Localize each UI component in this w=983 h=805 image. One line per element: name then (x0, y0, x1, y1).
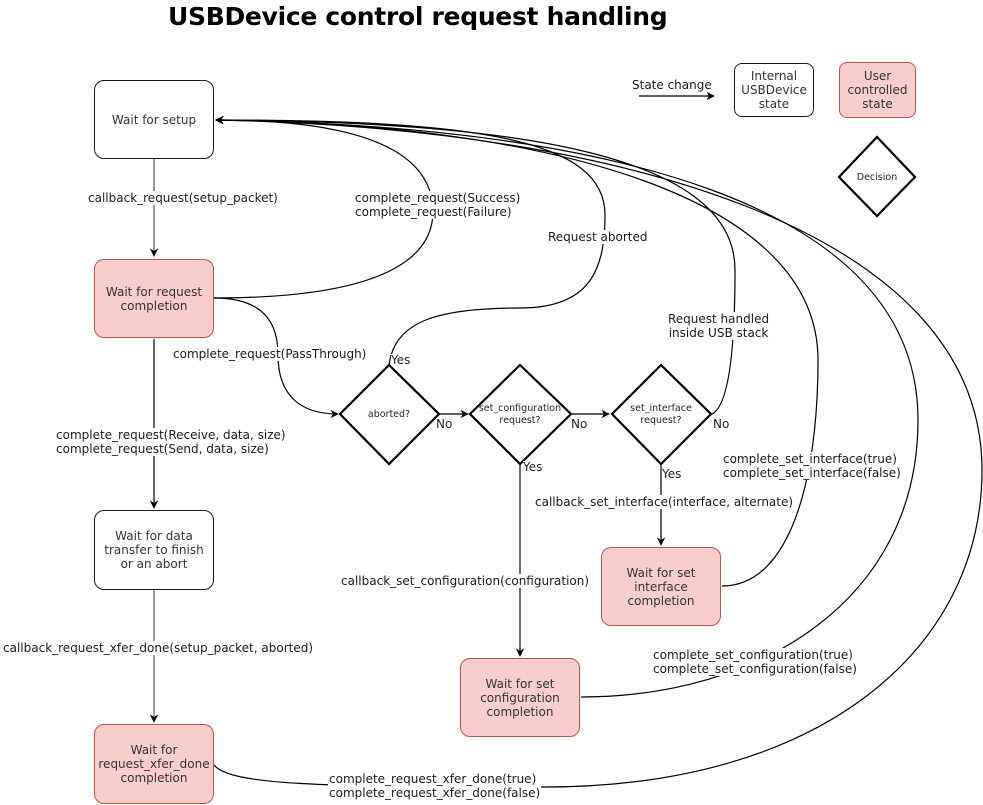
label-callback-set-configuration: callback_set_configuration(configuration… (340, 574, 591, 588)
branch-aborted-no: No (436, 417, 453, 431)
state-wait-for-data-transfer: Wait for data transfer to finish or an a… (94, 510, 214, 590)
legend-decision (837, 135, 917, 218)
branch-setinterface-no: No (713, 417, 730, 431)
legend-user-state: User controlled state (839, 62, 916, 118)
label-complete-set-configuration: complete_set_configuration(true) complet… (652, 648, 858, 676)
decision-aborted-label: aborted? (367, 409, 411, 420)
label-receive-send: complete_request(Receive, data, size) co… (55, 428, 287, 456)
state-wait-for-xfer-done: Wait for request_xfer_done completion (94, 724, 214, 804)
branch-setconfig-yes: Yes (523, 460, 543, 474)
branch-aborted-yes: Yes (391, 353, 411, 367)
label-complete-xfer-done: complete_request_xfer_done(true) complet… (328, 772, 542, 800)
branch-setconfig-no: No (571, 417, 588, 431)
decision-set-configuration-label: set_configuration request? (478, 403, 562, 426)
decision-set-interface-label: set_interface request? (630, 403, 692, 426)
label-passthrough: complete_request(PassThrough) (172, 347, 368, 361)
state-wait-for-setup: Wait for setup (94, 80, 214, 159)
label-request-aborted: Request aborted (547, 230, 649, 244)
decision-set-configuration (468, 363, 573, 466)
legend-internal-state: Internal USBDevice state (734, 63, 814, 117)
state-wait-for-set-interface: Wait for set interface completion (601, 547, 721, 626)
label-request-handled: Request handled inside USB stack (667, 312, 771, 340)
legend-state-change-label: State change (631, 78, 713, 92)
decision-aborted (338, 363, 441, 466)
label-callback-request: callback_request(setup_packet) (87, 191, 279, 205)
branch-setinterface-yes: Yes (662, 467, 682, 481)
edge-aborted-yes (215, 115, 606, 366)
edge-setinterface-no (215, 115, 736, 415)
state-wait-for-set-configuration: Wait for set configuration completion (460, 658, 580, 737)
decision-set-interface (610, 363, 713, 466)
label-callback-xfer-done: callback_request_xfer_done(setup_packet,… (2, 641, 315, 655)
label-complete-set-interface: complete_set_interface(true) complete_se… (722, 452, 902, 480)
edge-setconfig-complete (215, 115, 919, 698)
label-complete-success-failure: complete_request(Success) complete_reque… (354, 191, 522, 219)
legend-decision-label: Decision (856, 172, 898, 183)
state-wait-for-request-completion: Wait for request completion (94, 259, 214, 338)
diagram-title: USBDevice control request handling (168, 2, 668, 31)
label-callback-set-interface: callback_set_interface(interface, altern… (534, 495, 795, 509)
